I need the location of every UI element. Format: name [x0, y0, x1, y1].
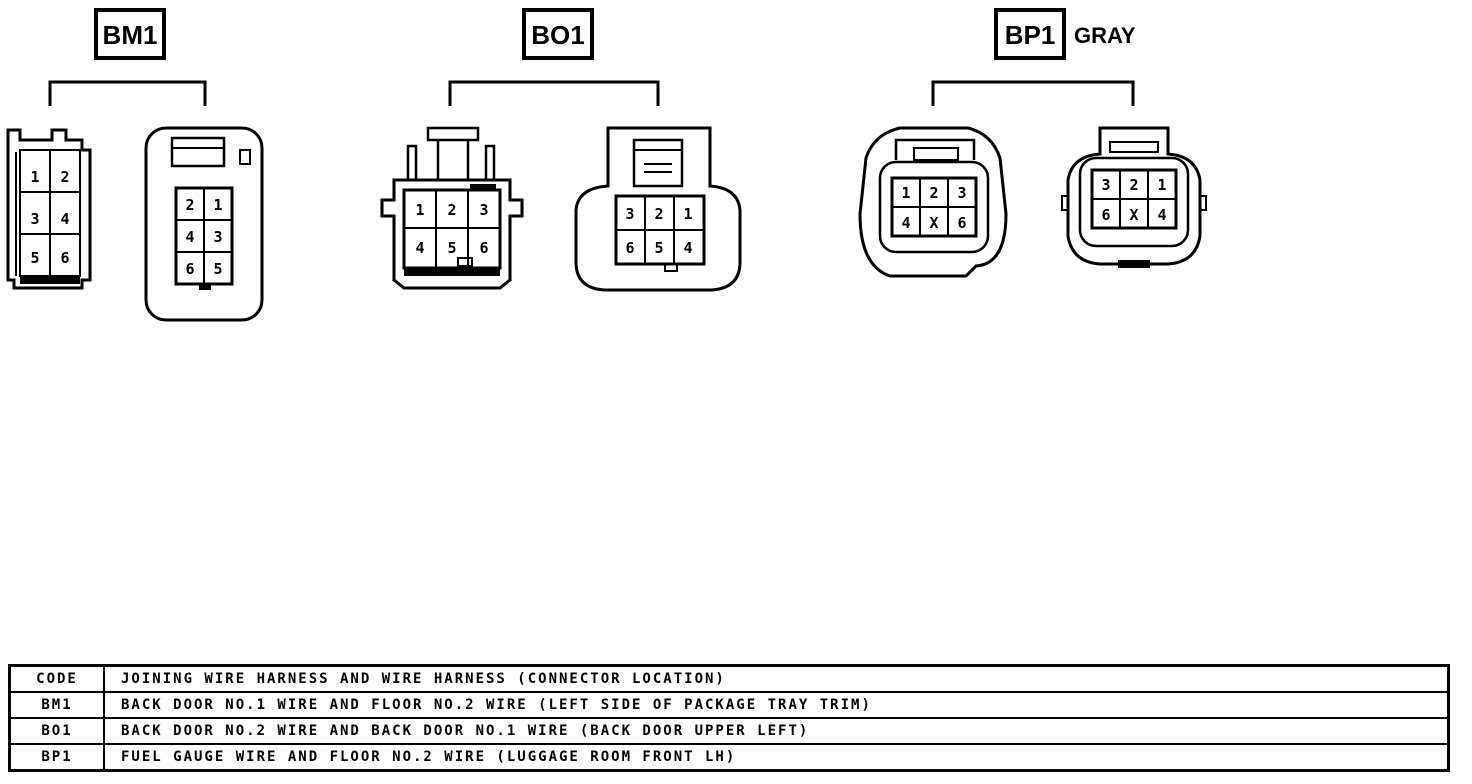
connector-diagram: BM1	[6, 8, 1207, 322]
bracket-bo1	[448, 80, 660, 106]
pin: 6	[185, 260, 194, 278]
table-header-description: JOINING WIRE HARNESS AND WIRE HARNESS (C…	[103, 664, 1450, 693]
code-label-bo1: BO1	[531, 20, 584, 50]
pin: 4	[1157, 206, 1166, 224]
pin: 4	[415, 239, 424, 257]
table-cell-code: BO1	[8, 717, 105, 745]
code-box-bo1	[522, 8, 594, 60]
table-cell-description: BACK DOOR NO.2 WIRE AND BACK DOOR NO.1 W…	[103, 717, 1450, 745]
code-box-bm1	[94, 8, 166, 60]
pin: 1	[30, 168, 39, 186]
pin: 2	[185, 196, 194, 214]
pin: 4	[683, 239, 692, 257]
pin: 5	[654, 239, 663, 257]
pin: 2	[447, 201, 456, 219]
table-row: BM1 BACK DOOR NO.1 WIRE AND FLOOR NO.2 W…	[8, 691, 1450, 719]
color-label-bp1: GRAY	[1074, 23, 1136, 48]
connector-bm1: BM1	[6, 8, 264, 322]
pin: X	[1129, 206, 1138, 224]
pin: 2	[60, 168, 69, 186]
connector-bo1: BO1	[380, 8, 742, 292]
pin: 6	[625, 239, 634, 257]
table-cell-code: BP1	[8, 743, 105, 772]
pin: 3	[213, 228, 222, 246]
code-box-bp1	[994, 8, 1066, 60]
connector-bp1: BP1 GRAY	[858, 8, 1207, 278]
connector-legend-table: CODE JOINING WIRE HARNESS AND WIRE HARNE…	[8, 664, 1450, 772]
pin: 2	[929, 184, 938, 202]
code-label-bm1: BM1	[103, 20, 158, 50]
table-header-code: CODE	[8, 664, 105, 693]
table-cell-description: FUEL GAUGE WIRE AND FLOOR NO.2 WIRE (LUG…	[103, 743, 1450, 772]
pin: 1	[683, 205, 692, 223]
pin: 3	[1101, 176, 1110, 194]
connector-bm1-left-view	[6, 128, 92, 290]
table-cell-description: BACK DOOR NO.1 WIRE AND FLOOR NO.2 WIRE …	[103, 691, 1450, 719]
connector-bp1-right-view	[1061, 126, 1207, 268]
table-row: BO1 BACK DOOR NO.2 WIRE AND BACK DOOR NO…	[8, 717, 1450, 745]
pin: 2	[1129, 176, 1138, 194]
pin-labels-bp1: 1 2 3 4 X 6 3 2 1 6 X 4	[901, 176, 1166, 232]
pin: 2	[654, 205, 663, 223]
pin: 4	[60, 210, 69, 228]
table-row: BP1 FUEL GAUGE WIRE AND FLOOR NO.2 WIRE …	[8, 743, 1450, 772]
table-cell-code: BM1	[8, 691, 105, 719]
pin: X	[929, 214, 938, 232]
pin: 6	[479, 239, 488, 257]
connector-bo1-right-view	[574, 126, 742, 292]
pin: 1	[1157, 176, 1166, 194]
code-label-bp1: BP1	[1005, 20, 1056, 50]
bracket-bm1	[48, 80, 207, 106]
pin: 6	[1101, 206, 1110, 224]
pin: 3	[479, 201, 488, 219]
pin: 5	[30, 249, 39, 267]
pin: 4	[185, 228, 194, 246]
pin: 5	[447, 239, 456, 257]
pin: 1	[213, 196, 222, 214]
pin: 5	[213, 260, 222, 278]
pin: 3	[625, 205, 634, 223]
pin: 3	[30, 210, 39, 228]
pin: 6	[957, 214, 966, 232]
bracket-bp1	[931, 80, 1135, 106]
pin: 1	[415, 201, 424, 219]
pin: 3	[957, 184, 966, 202]
connector-bp1-left-view	[858, 126, 1008, 278]
pin-labels-bo1: 1 2 3 4 5 6 3 2 1 6 5 4	[415, 201, 692, 257]
pin-labels-bm1: 1 2 3 4 5 6 2 1 4 3 6 5	[30, 168, 222, 278]
connector-bo1-left-view	[380, 126, 524, 290]
connector-bm1-right-view	[144, 126, 264, 322]
pin: 1	[901, 184, 910, 202]
pin: 4	[901, 214, 910, 232]
table-header-row: CODE JOINING WIRE HARNESS AND WIRE HARNE…	[8, 664, 1450, 693]
pin: 6	[60, 249, 69, 267]
